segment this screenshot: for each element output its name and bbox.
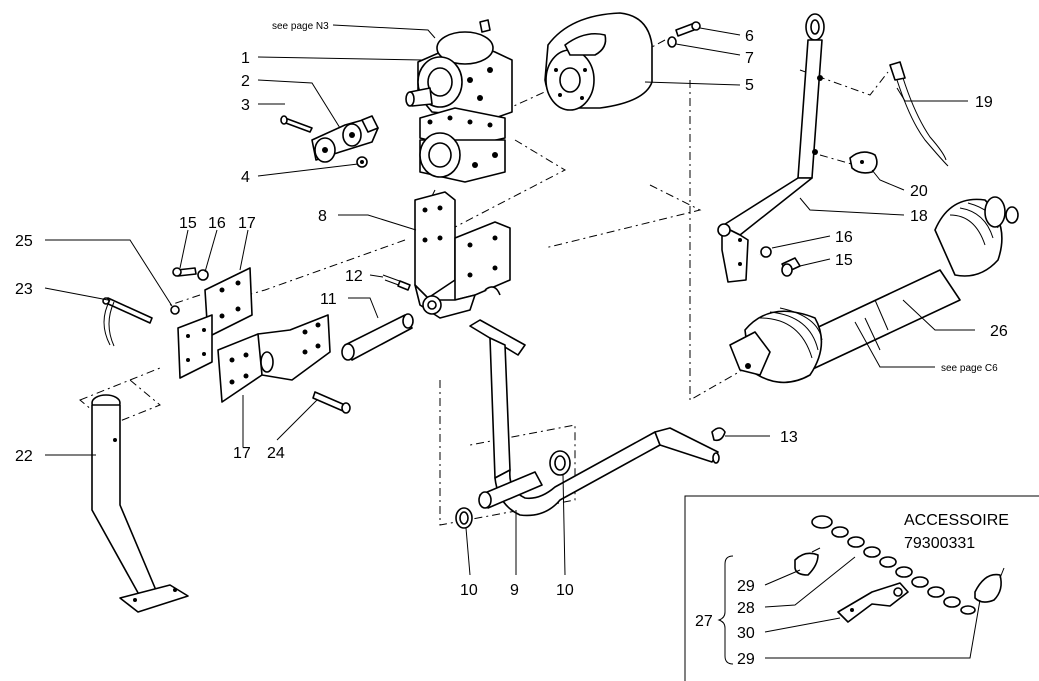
callout-19[interactable]: 19 — [975, 94, 993, 111]
pin-part-11[interactable] — [341, 313, 414, 361]
pin-part-13[interactable] — [711, 427, 726, 442]
linch-pin-part-23[interactable] — [102, 297, 153, 347]
callout-25[interactable]: 25 — [15, 233, 33, 250]
washer-part-16-left[interactable] — [197, 269, 209, 281]
plate-part-25[interactable] — [170, 305, 213, 379]
chain-part-28[interactable] — [811, 515, 976, 615]
callout-13[interactable]: 13 — [780, 429, 798, 446]
bolt-part-24[interactable] — [312, 391, 351, 414]
callout-28[interactable]: 28 — [737, 600, 755, 617]
callout-11[interactable]: 11 — [320, 291, 337, 308]
bracket-part-8[interactable] — [414, 191, 511, 319]
bolt-part-15-right[interactable] — [781, 257, 801, 277]
callout-18[interactable]: 18 — [910, 208, 928, 225]
callout-24[interactable]: 24 — [267, 445, 285, 462]
callout-4[interactable]: 4 — [241, 169, 250, 186]
bolt-part-12[interactable] — [382, 274, 411, 291]
callout-23[interactable]: 23 — [15, 281, 33, 298]
support-arm-part-18[interactable] — [717, 13, 825, 283]
callout-17-upper[interactable]: 17 — [238, 215, 256, 232]
note-shaft-ref: see page C6 — [941, 363, 998, 374]
callout-27[interactable]: 27 — [695, 613, 713, 630]
callout-6[interactable]: 6 — [745, 28, 754, 45]
bracket-part-30[interactable] — [837, 582, 909, 623]
washer-part-16-right[interactable] — [760, 246, 772, 258]
callout-7[interactable]: 7 — [745, 50, 754, 67]
callout-8[interactable]: 8 — [318, 208, 327, 225]
callout-15-left[interactable]: 15 — [179, 215, 197, 232]
callout-29-lower[interactable]: 29 — [737, 651, 755, 668]
assembly-guide-lines — [79, 39, 889, 526]
callout-26[interactable]: 26 — [990, 323, 1008, 340]
callout-1[interactable]: 1 — [241, 50, 250, 67]
callout-15-right[interactable]: 15 — [835, 252, 853, 269]
bolt-part-3[interactable] — [280, 115, 313, 133]
cover-part-5[interactable] — [544, 12, 653, 111]
bolt-part-15-left[interactable] — [172, 267, 197, 277]
callout-2[interactable]: 2 — [241, 73, 250, 90]
callout-16-left[interactable]: 16 — [208, 215, 226, 232]
hook-part-29-upper[interactable] — [794, 547, 821, 576]
callout-30[interactable]: 30 — [737, 625, 755, 642]
pto-shaft-part-26[interactable] — [729, 196, 1019, 384]
accessory-box — [684, 495, 1039, 681]
callout-9[interactable]: 9 — [510, 582, 519, 599]
callout-17-lower[interactable]: 17 — [233, 445, 251, 462]
callout-29-upper[interactable]: 29 — [737, 578, 755, 595]
coupling-part-2[interactable] — [311, 115, 379, 163]
clip-part-19[interactable] — [889, 61, 949, 167]
clamp-part-20[interactable] — [849, 151, 878, 174]
group-bracket-27 — [717, 555, 734, 665]
gearbox-part-1[interactable] — [405, 19, 513, 183]
note-gearbox-ref: see page N3 — [272, 21, 329, 32]
callout-16-right[interactable]: 16 — [835, 229, 853, 246]
leader-lines — [44, 24, 981, 659]
nut-part-4[interactable] — [356, 156, 368, 168]
callout-12[interactable]: 12 — [345, 268, 363, 285]
callout-5[interactable]: 5 — [745, 77, 754, 94]
plate-part-17-lower[interactable] — [217, 314, 331, 403]
stand-leg-part-22[interactable] — [91, 394, 189, 613]
callout-22[interactable]: 22 — [15, 448, 33, 465]
callout-3[interactable]: 3 — [241, 97, 250, 114]
hook-part-29-lower[interactable] — [974, 567, 1005, 603]
lever-part-9[interactable] — [469, 319, 720, 517]
callout-numbers: 1 2 3 4 5 6 7 8 9 10 10 11 12 13 15 15 1… — [15, 28, 1008, 668]
callout-20[interactable]: 20 — [910, 183, 928, 200]
bushing-part-10-right[interactable] — [549, 450, 571, 476]
accessory-title: ACCESSOIRE — [904, 512, 1009, 529]
bushing-part-10-left[interactable] — [455, 507, 473, 529]
bolt-part-6[interactable] — [675, 21, 701, 37]
washer-part-7[interactable] — [667, 36, 677, 48]
accessory-code: 79300331 — [904, 535, 975, 552]
callout-10-left[interactable]: 10 — [460, 582, 478, 599]
callout-10-right[interactable]: 10 — [556, 582, 574, 599]
